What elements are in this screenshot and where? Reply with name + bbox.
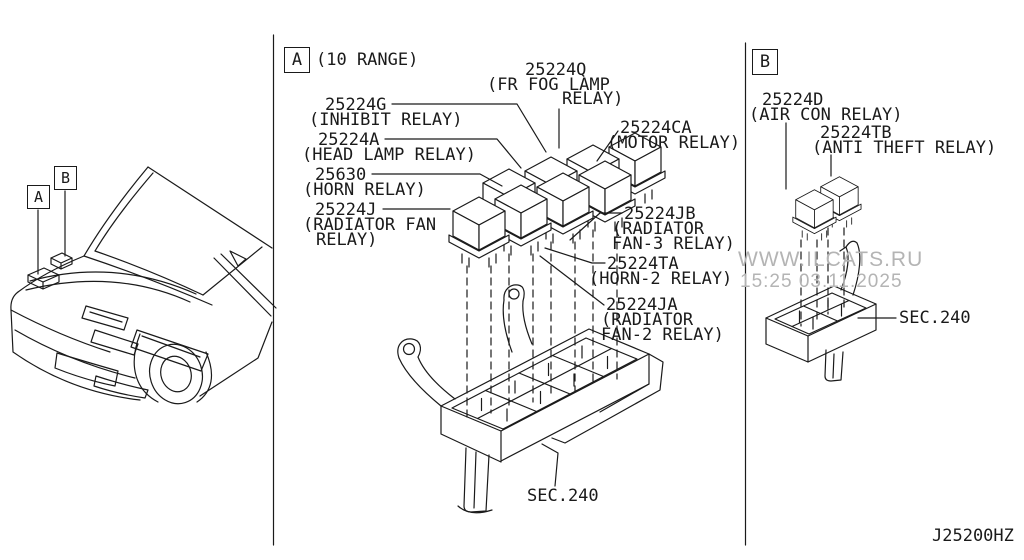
watermark-timestamp: 15:25 03.11.2025	[740, 271, 903, 292]
part-number-25224ja: 25224JA	[606, 295, 678, 315]
section-a-callout: A	[284, 47, 310, 73]
part-name-25224g: (INHIBIT RELAY)	[309, 110, 463, 130]
part-name-25224ca: (MOTOR RELAY)	[607, 133, 741, 153]
part-name-25224ja-2: FAN-2 RELAY)	[601, 325, 724, 345]
overview-callout-a: A	[27, 185, 50, 209]
part-name-25224a: (HEAD LAMP RELAY)	[302, 145, 476, 165]
part-number-25224a: 25224A	[318, 130, 380, 150]
part-name-25224tb: (ANTI THEFT RELAY)	[812, 138, 997, 158]
relay-pair-b-drawing	[785, 122, 862, 241]
part-name-25630: (HORN RELAY)	[303, 180, 426, 200]
part-name-25224j-1: (RADIATOR FAN	[303, 215, 437, 235]
part-name-25224ja-1: (RADIATOR	[601, 310, 694, 330]
watermark-site: WWW.ILCATS.RU	[738, 248, 924, 271]
section-a-range-note: (10 RANGE)	[316, 50, 419, 70]
part-name-25224ta: (HORN-2 RELAY)	[589, 269, 733, 289]
part-number-25224j: 25224J	[315, 200, 377, 220]
part-number-25224ca: 25224CA	[620, 118, 692, 138]
part-number-25224g: 25224G	[325, 95, 387, 115]
label-leaders-a	[371, 103, 623, 306]
part-number-25224q: 25224Q	[525, 60, 587, 80]
part-name-25224jb-2: FAN-3 RELAY)	[612, 234, 735, 254]
part-number-25224tb: 25224TB	[820, 123, 892, 143]
drawing-code: J25200HZ	[932, 526, 1014, 546]
part-name-25224d: (AIR CON RELAY)	[749, 105, 903, 125]
relay-bracket-a-drawing	[397, 284, 664, 514]
part-number-25224d: 25224D	[762, 90, 824, 110]
part-name-25224jb-1: (RADIATOR	[612, 219, 705, 239]
section-a-sec-ref: SEC.240	[527, 486, 599, 506]
part-number-25224jb: 25224JB	[624, 204, 696, 224]
relay-drop-lines-a	[466, 229, 618, 421]
part-name-25224j-2: RELAY)	[316, 230, 378, 250]
part-name-25224q-1: (FR FOG LAMP	[487, 75, 610, 95]
section-b-sec-ref: SEC.240	[899, 308, 971, 328]
relay-drop-lines-b	[800, 227, 845, 327]
section-b-callout: B	[752, 49, 778, 75]
section-dividers	[272, 34, 747, 546]
part-number-25224ta: 25224TA	[607, 254, 679, 274]
part-name-25224q-2: RELAY)	[562, 89, 624, 109]
car-outline-drawing	[10, 166, 277, 405]
overview-callout-b: B	[54, 166, 77, 190]
relay-bracket-b-drawing	[765, 240, 897, 382]
part-number-25630: 25630	[315, 165, 367, 185]
